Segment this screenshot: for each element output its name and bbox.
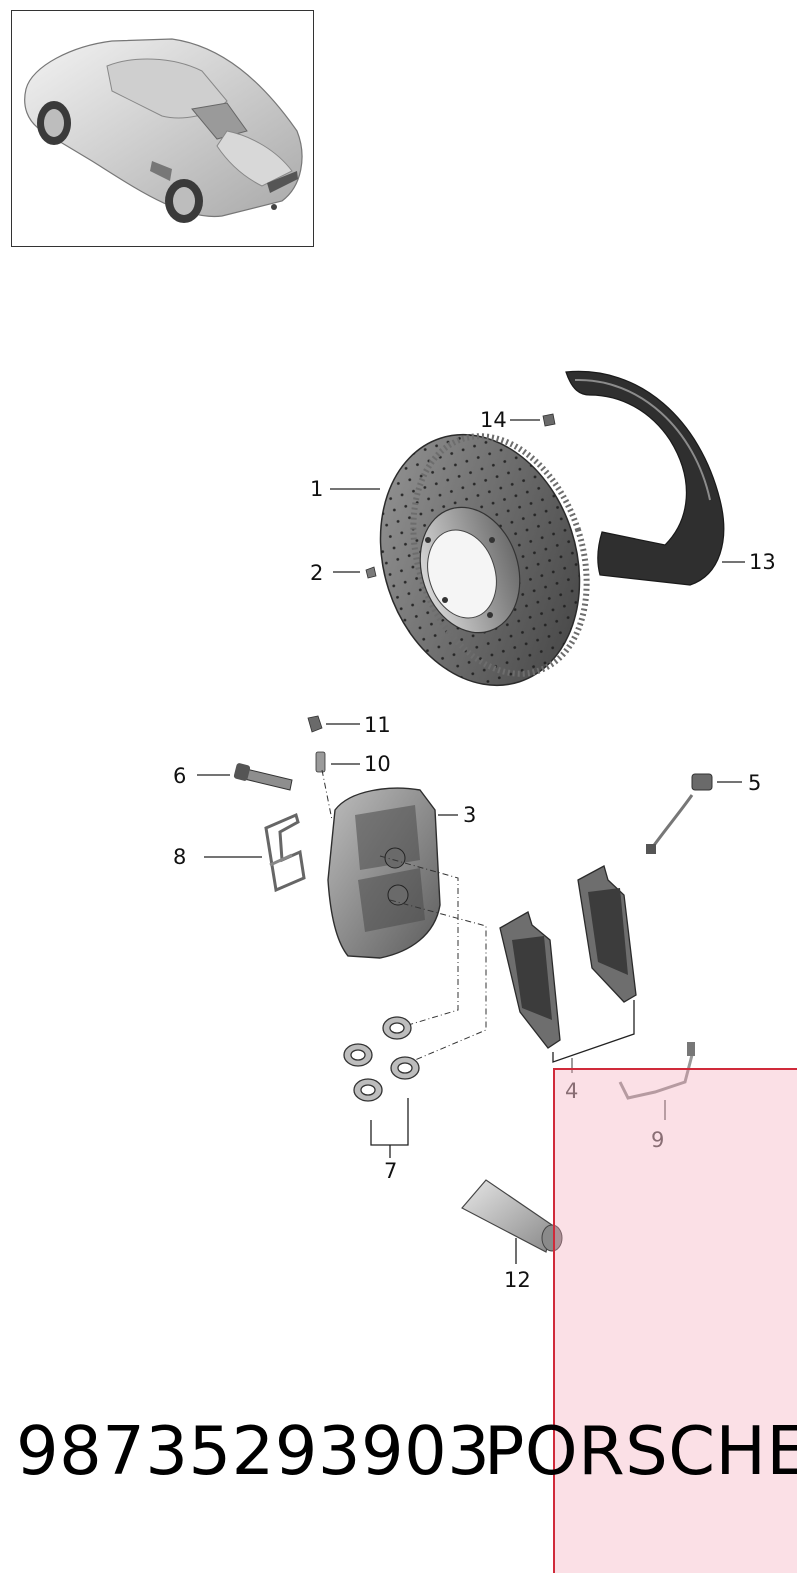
highlight-overlay bbox=[553, 1068, 797, 1573]
bleeder-cap bbox=[307, 715, 323, 733]
callout-labels: 1 2 3 4 5 6 7 8 9 10 11 12 13 14 bbox=[173, 408, 776, 1292]
wear-sensor-rear bbox=[618, 1042, 695, 1100]
part-number: 98735293903 bbox=[16, 1412, 491, 1490]
callout-8: 8 bbox=[173, 845, 186, 869]
callout-4: 4 bbox=[565, 1079, 578, 1103]
callout-14: 14 bbox=[480, 408, 507, 432]
car-thumbnail-illustration bbox=[24, 38, 303, 223]
brake-disc bbox=[379, 433, 590, 687]
callout-5: 5 bbox=[748, 771, 761, 795]
callout-12: 12 bbox=[504, 1268, 531, 1292]
vehicle-thumbnail-frame bbox=[11, 10, 314, 247]
shield-screw bbox=[542, 413, 556, 427]
piston-seals bbox=[343, 1016, 420, 1102]
grease-tube bbox=[461, 1179, 563, 1253]
guide-pin bbox=[233, 763, 293, 791]
brake-pads bbox=[499, 865, 637, 1049]
leader-lines bbox=[197, 419, 745, 1264]
callout-7: 7 bbox=[384, 1159, 397, 1183]
callout-6: 6 bbox=[173, 764, 186, 788]
assembly-lines bbox=[321, 769, 487, 1061]
bleeder-valve bbox=[315, 751, 326, 773]
dust-shield bbox=[565, 370, 725, 586]
pad-retaining-spring bbox=[264, 812, 306, 893]
callout-1: 1 bbox=[310, 477, 323, 501]
callout-13: 13 bbox=[749, 550, 776, 574]
callout-10: 10 bbox=[364, 752, 391, 776]
brake-caliper bbox=[327, 787, 441, 959]
brand-name: PORSCHE bbox=[484, 1412, 797, 1490]
callout-3: 3 bbox=[463, 803, 476, 827]
wear-sensor-front bbox=[646, 773, 713, 854]
disc-screw bbox=[365, 566, 377, 579]
callout-9: 9 bbox=[651, 1128, 664, 1152]
callout-11: 11 bbox=[364, 713, 391, 737]
callout-2: 2 bbox=[310, 561, 323, 585]
